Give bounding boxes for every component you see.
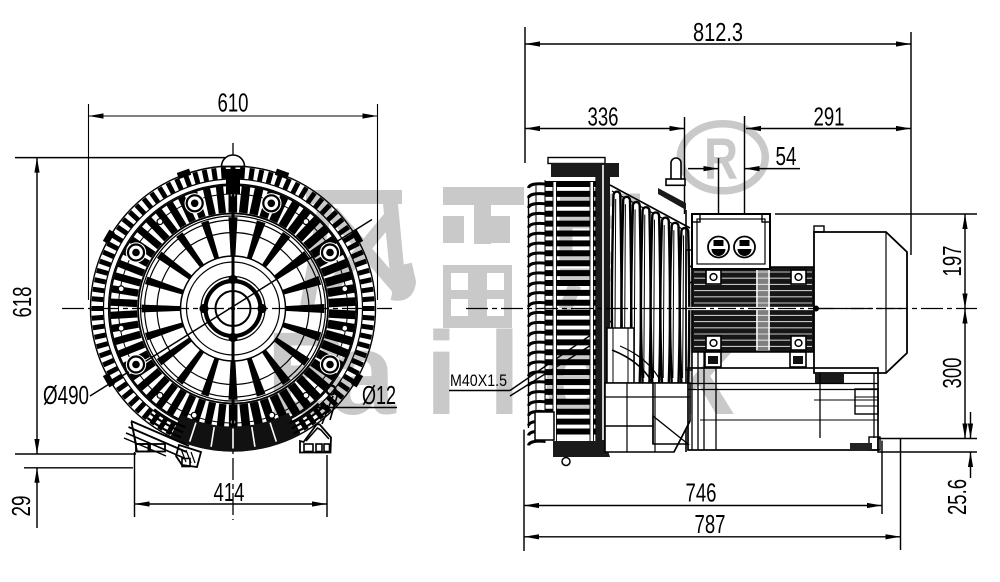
svg-text:Ø12: Ø12 bbox=[362, 380, 396, 410]
svg-text:M40X1.5: M40X1.5 bbox=[450, 372, 507, 390]
svg-text:746: 746 bbox=[686, 478, 717, 508]
svg-text:291: 291 bbox=[814, 102, 845, 132]
svg-text:Ø490: Ø490 bbox=[43, 380, 89, 410]
svg-text:300: 300 bbox=[937, 358, 967, 389]
svg-text:610: 610 bbox=[218, 88, 249, 118]
svg-text:54: 54 bbox=[776, 141, 797, 171]
svg-text:R: R bbox=[704, 127, 738, 192]
svg-text:29: 29 bbox=[6, 496, 36, 517]
svg-text:336: 336 bbox=[588, 102, 619, 132]
svg-text:414: 414 bbox=[214, 477, 245, 507]
svg-text:i: i bbox=[425, 308, 458, 440]
svg-text:812.3: 812.3 bbox=[693, 17, 743, 47]
svg-text:197: 197 bbox=[937, 246, 967, 277]
svg-text:l: l bbox=[488, 308, 521, 440]
svg-text:618: 618 bbox=[7, 287, 37, 318]
svg-text:787: 787 bbox=[695, 509, 726, 539]
svg-text:25.6: 25.6 bbox=[942, 479, 972, 515]
